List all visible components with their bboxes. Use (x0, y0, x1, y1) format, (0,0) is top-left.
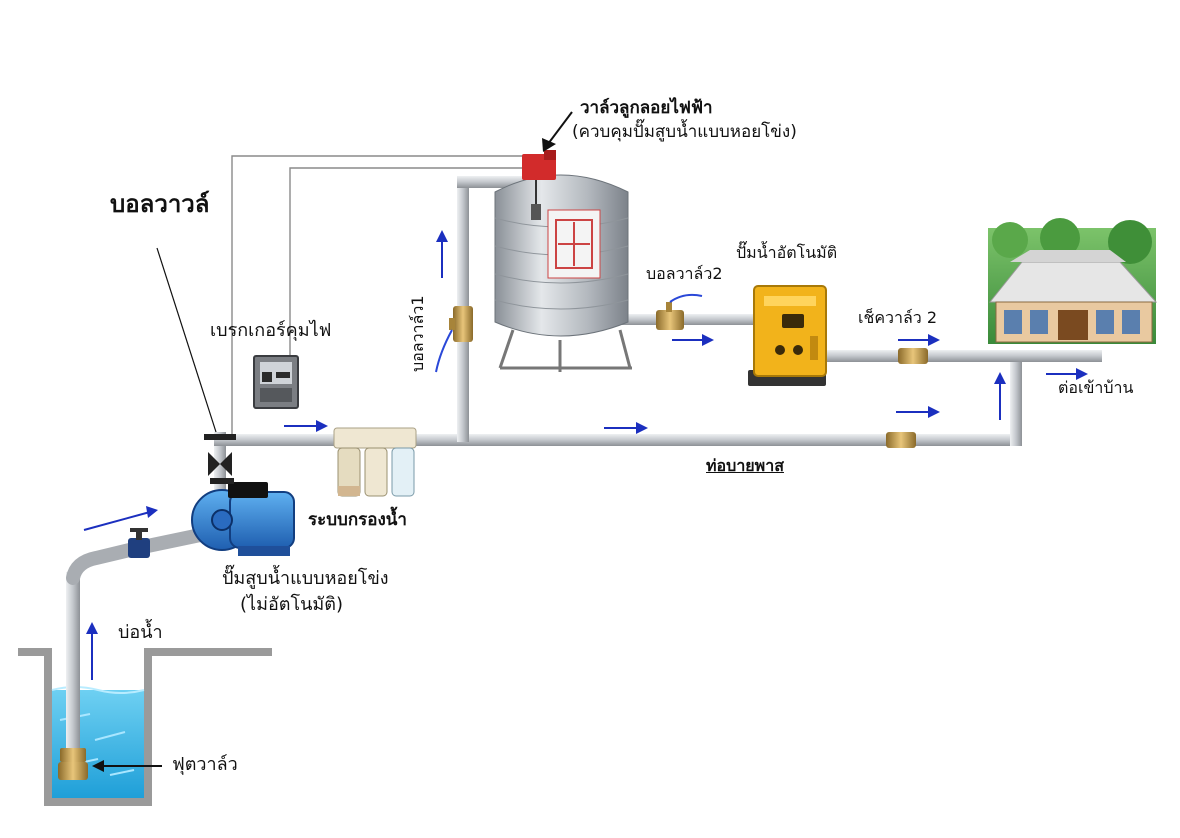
house-icon (988, 218, 1158, 344)
float-valve-title: วาล์วลูกลอยไฟฟ้า (580, 98, 713, 118)
ball-valve-icon (204, 434, 236, 484)
ball-valve-pointer (156, 247, 217, 433)
flow-arrow-riser (436, 230, 448, 278)
centrifugal-pump-note: (ไม่อัตโนมัติ) (240, 594, 343, 615)
check-valve-icon (886, 348, 928, 448)
water-filter-icon (333, 427, 417, 497)
well-icon (18, 648, 272, 806)
ball-valve-2-icon (656, 293, 703, 330)
flow-arrow-to-house (1046, 368, 1088, 380)
flow-arrow-suction (83, 506, 158, 531)
to-house-label: ต่อเข้าบ้าน (1058, 378, 1134, 397)
flow-arrow-bypass-2 (896, 406, 940, 418)
ball-valve-1-label: บอลวาล์ว1 (408, 295, 427, 372)
flow-arrows (83, 230, 1088, 680)
breaker-label: เบรกเกอร์คุมไฟ (210, 320, 332, 341)
flow-arrow-outlet (672, 334, 714, 346)
foot-valve-pointer (92, 760, 162, 772)
flow-arrow-house-up (994, 372, 1006, 420)
float-valve-pointer (547, 111, 573, 145)
centrifugal-pump-icon (191, 482, 295, 556)
control-wire (231, 155, 530, 434)
auto-pump-icon (748, 285, 827, 386)
ball-valve-1-handle (435, 329, 453, 373)
flow-arrow-main (284, 420, 328, 432)
suction-valve-icon (128, 528, 150, 558)
check-valve-2-label: เช็ควาล์ว 2 (858, 308, 938, 327)
float-valve-note: (ควบคุมปั๊มสูบน้ำแบบหอยโข่ง) (572, 122, 797, 142)
flow-arrow-bypass (604, 422, 648, 434)
filter-system-label: ระบบกรองน้ำ (308, 510, 407, 530)
flow-arrow-pump-out (898, 334, 940, 346)
breaker-box-icon (253, 355, 299, 409)
centrifugal-pump-label: ปั๊มสูบน้ำแบบหอยโข่ง (222, 568, 389, 589)
bypass-pipe-label: ท่อบายพาส (706, 456, 784, 475)
flow-arrow-well-up (86, 622, 98, 680)
float-valve-icon (522, 150, 556, 220)
water-tank-icon (494, 174, 632, 372)
float-valve-pointer-head (542, 138, 556, 152)
ball-valve-label: บอลวาวล์ (110, 189, 210, 218)
well-label: บ่อน้ำ (118, 622, 163, 643)
foot-valve-label: ฟุตวาล์ว (172, 754, 238, 775)
auto-pump-label: ปั๊มน้ำอัตโนมัติ (736, 243, 838, 262)
ball-valve-1-icon (449, 306, 473, 342)
ball-valve-2-label: บอลวาล์ว2 (646, 264, 723, 283)
foot-valve-icon (58, 748, 88, 780)
